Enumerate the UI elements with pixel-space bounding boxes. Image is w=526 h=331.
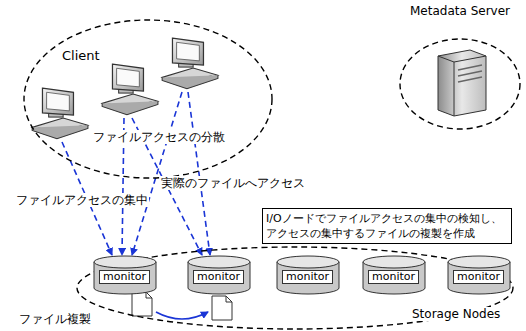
region-label: Client	[62, 48, 100, 64]
monitor-label: monitor	[193, 270, 244, 284]
note-text: I/Oノードでファイルアクセスの集中の検知し、アクセスの集中するファイルの複製を…	[266, 211, 508, 241]
annotation-label: ファイルアクセスの分散	[92, 130, 226, 144]
outline	[398, 4, 522, 130]
monitor-label: monitor	[99, 270, 150, 284]
client-computers	[32, 38, 218, 139]
file-icons	[132, 292, 232, 320]
region-label: Metadata Server	[410, 4, 510, 18]
server-region: Metadata Server	[398, 4, 522, 130]
monitor-label: monitor	[282, 270, 333, 284]
monitor-label: monitor	[368, 270, 419, 284]
storage-node: monitor	[447, 255, 511, 295]
outline	[22, 18, 274, 180]
note-box: I/Oノードでファイルアクセスの集中の検知し、アクセスの集中するファイルの複製を…	[262, 208, 512, 244]
storage-node: monitor	[187, 255, 251, 295]
storage-node: monitor	[93, 255, 157, 295]
annotation-label: ファイル複製	[18, 312, 92, 326]
storage-node: monitor	[362, 255, 426, 295]
server-icon	[438, 50, 486, 116]
region-label: Storage Nodes	[410, 307, 502, 321]
monitor-label: monitor	[453, 270, 504, 284]
client-region: Client	[22, 18, 274, 180]
storage-node: monitor	[276, 255, 340, 295]
annotation-label: 実際のファイルへアクセス	[160, 176, 306, 190]
storage-region: Storage Nodes monitor monitor monitor monito…	[75, 245, 515, 331]
annotation-label: ファイルアクセスの集中	[15, 193, 149, 207]
